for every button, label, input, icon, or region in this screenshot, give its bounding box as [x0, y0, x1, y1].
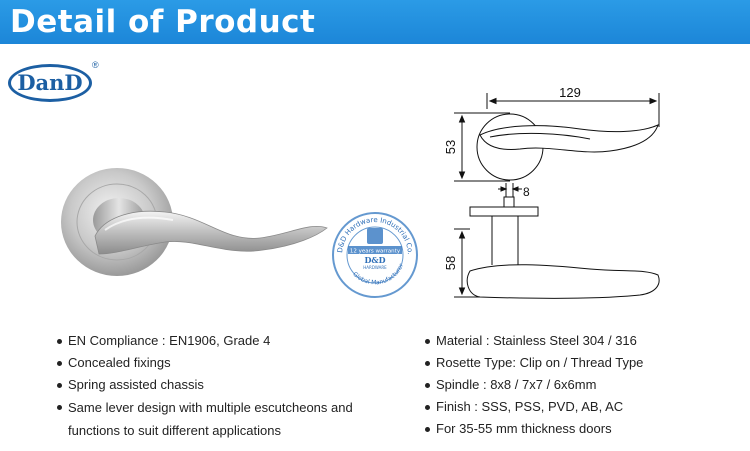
- bullet-icon: [57, 405, 62, 410]
- feature-list-left: EN Compliance : EN1906, Grade 4 Conceale…: [57, 333, 387, 448]
- lever-handle: [94, 210, 328, 255]
- seal-sub: HARDWARE: [363, 265, 387, 270]
- bullet-icon: [425, 339, 430, 344]
- seal-ribbon: 12 years warranty: [350, 249, 401, 255]
- list-item: Finish : SSS, PSS, PVD, AB, AC: [425, 399, 745, 415]
- list-item: Material : Stainless Steel 304 / 316: [425, 333, 745, 349]
- list-item: For 35-55 mm thickness doors: [425, 421, 745, 437]
- seal-emblem-icon: [367, 228, 383, 244]
- list-item: Concealed fixings: [57, 355, 387, 371]
- registered-mark: ®: [92, 60, 99, 70]
- page-title: Detail of Product: [10, 4, 316, 40]
- dim-length-label: 129: [559, 85, 581, 100]
- feature-list-right: Material : Stainless Steel 304 / 316 Ros…: [425, 333, 745, 443]
- bullet-icon: [57, 383, 62, 388]
- header-banner: Detail of Product: [0, 0, 750, 44]
- list-item: EN Compliance : EN1906, Grade 4: [57, 333, 387, 349]
- bullet-icon: [425, 405, 430, 410]
- watermark-seal: D&D Hardware Industrial Co., Ltd Global …: [330, 210, 418, 298]
- product-image: [61, 168, 328, 276]
- bullet-icon: [425, 427, 430, 432]
- bullet-icon: [425, 361, 430, 366]
- list-item: Rosette Type: Clip on / Thread Type: [425, 355, 745, 371]
- list-item: Spindle : 8x8 / 7x7 / 6x6mm: [425, 377, 745, 393]
- dim-spindle-label: 8: [523, 185, 530, 199]
- brand-logo: DanD ®: [8, 60, 99, 106]
- bullet-icon: [425, 383, 430, 388]
- list-item: Same lever design with multiple escutche…: [57, 396, 387, 442]
- logo-text: DanD: [17, 70, 83, 95]
- lever-highlight: [104, 216, 174, 231]
- logo-ellipse: [8, 64, 92, 102]
- list-item: Spring assisted chassis: [57, 377, 387, 393]
- seal-brand: D&D: [364, 255, 385, 265]
- bullet-icon: [57, 361, 62, 366]
- bullet-icon: [57, 339, 62, 344]
- technical-drawing: 129 53 8 58: [443, 85, 660, 299]
- dim-projection-label: 58: [443, 256, 458, 270]
- dim-height-label: 53: [443, 140, 458, 154]
